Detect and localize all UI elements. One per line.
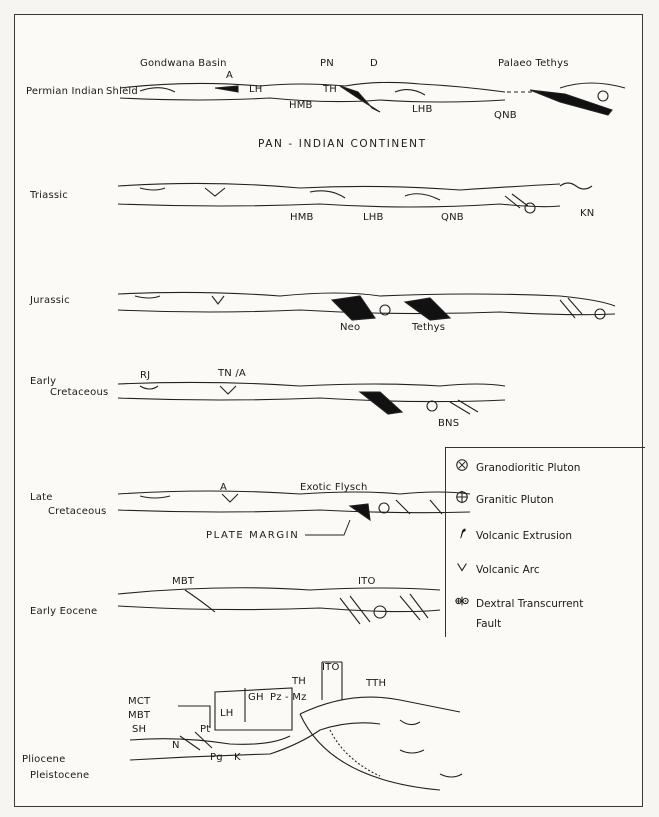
label-d: D xyxy=(370,58,378,70)
label-cretaceous-2: Cretaceous xyxy=(48,506,106,518)
dextral-transcurrent-fault-icon xyxy=(454,594,470,608)
label-tth: TTH xyxy=(366,678,386,690)
label-mct: MCT xyxy=(128,696,150,708)
label-jurassic: Jurassic xyxy=(30,295,70,307)
label-palaeo-tethys: Palaeo Tethys xyxy=(498,58,569,70)
label-k: K xyxy=(234,752,241,764)
section-triassic xyxy=(118,183,592,213)
label-pliocene: Pliocene xyxy=(22,754,65,766)
granitic-pluton-icon xyxy=(454,490,470,504)
label-rj: RJ xyxy=(140,370,150,382)
section-permian xyxy=(120,82,625,115)
label-triassic-qnb: QNB xyxy=(441,212,464,224)
label-pn: PN xyxy=(320,58,334,70)
label-sh: SH xyxy=(132,724,146,736)
section-late-cretaceous xyxy=(118,491,470,520)
label-triassic-hmb: HMB xyxy=(290,212,314,224)
label-th: TH xyxy=(323,84,337,96)
label-exotic-flysch: Exotic Flysch xyxy=(300,482,368,494)
legend-item-granitic: Granitic Pluton xyxy=(454,490,554,510)
volcanic-arc-icon xyxy=(454,560,470,574)
label-shield: Shield xyxy=(106,86,138,98)
label-lhb: LHB xyxy=(412,104,433,116)
label-plio-lh: LH xyxy=(220,708,234,720)
label-neo: Neo xyxy=(340,322,360,334)
label-mbt: MBT xyxy=(172,576,194,588)
legend-item-dextral-fault: Dextral Transcurrent Fault xyxy=(454,594,583,634)
label-hmb: HMB xyxy=(289,100,313,112)
legend: Granodioritic Pluton Granitic Pluton Vol… xyxy=(445,447,645,637)
granodioritic-pluton-icon xyxy=(454,458,470,472)
label-plate-margin: PLATE MARGIN xyxy=(206,530,299,542)
label-late: Late xyxy=(30,492,53,504)
label-late-a: A xyxy=(220,482,227,494)
section-early-eocene xyxy=(118,588,440,624)
label-pt: Pt xyxy=(200,724,210,736)
label-lh: LH xyxy=(249,84,263,96)
label-plio-ito: ITO xyxy=(322,662,340,674)
label-a: A xyxy=(226,70,233,82)
legend-item-granodioritic: Granodioritic Pluton xyxy=(454,458,580,478)
label-pz-mz: Pz - Mz xyxy=(270,692,307,704)
label-tn-a: TN /A xyxy=(218,368,246,380)
label-gondwana-basin: Gondwana Basin xyxy=(140,58,227,70)
label-permian: Permian Indian xyxy=(26,86,104,98)
label-plio-th: TH xyxy=(292,676,306,688)
label-cretaceous-1: Cretaceous xyxy=(50,387,108,399)
label-gh: GH xyxy=(248,692,264,704)
label-pleistocene: Pleistocene xyxy=(30,770,89,782)
label-n: N xyxy=(172,740,180,752)
label-pg: Pg xyxy=(210,752,223,764)
legend-item-volcanic-extrusion: Volcanic Extrusion xyxy=(454,526,572,546)
volcanic-extrusion-icon xyxy=(454,526,470,540)
label-kn: KN xyxy=(580,208,594,220)
label-bns: BNS xyxy=(438,418,459,430)
label-tethys: Tethys xyxy=(412,322,445,334)
label-ito: ITO xyxy=(358,576,376,588)
section-early-cretaceous xyxy=(118,382,505,414)
label-plio-mbt: MBT xyxy=(128,710,150,722)
section-jurassic xyxy=(118,292,615,320)
legend-item-volcanic-arc: Volcanic Arc xyxy=(454,560,540,580)
label-qnb: QNB xyxy=(494,110,517,122)
label-triassic: Triassic xyxy=(30,190,68,202)
continent-title: PAN - INDIAN CONTINENT xyxy=(258,138,427,150)
label-triassic-lhb: LHB xyxy=(363,212,384,224)
label-early-eocene: Early Eocene xyxy=(30,606,97,618)
